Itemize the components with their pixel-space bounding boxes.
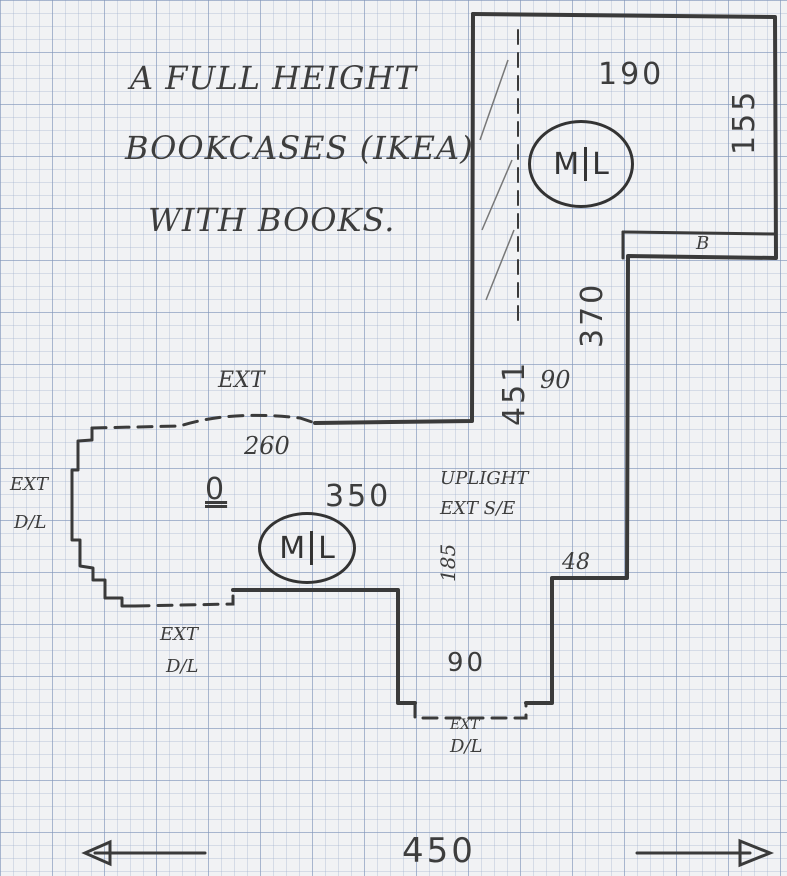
dashed-opening-door: [413, 701, 528, 720]
ext-label-bottom: EXT: [160, 624, 198, 645]
dimension-right-side: 155: [727, 88, 762, 155]
ext-label-left: EXT: [10, 474, 48, 495]
arrow-right-head: [738, 838, 775, 868]
ml-marker-lower: M L: [258, 512, 356, 584]
dimension-left-top: 260: [244, 432, 290, 460]
wall-outline: [471, 12, 778, 705]
wall-left-stepped: [70, 426, 137, 608]
ml-marker-upper: M L: [528, 120, 634, 208]
ext-label-top: EXT: [218, 368, 265, 393]
dashed-opening-bottom: [133, 588, 235, 608]
dimension-main-width: 350: [325, 479, 392, 514]
dashed-opening-top: [90, 413, 317, 430]
arrow-left-head: [81, 839, 112, 867]
wall-corridor-left: [313, 12, 475, 425]
ext-label-left-sub: D/L: [14, 512, 47, 533]
ext-label-door: EXT: [450, 717, 480, 733]
shelf-band-label: B: [696, 233, 710, 254]
uplight-label: UPLIGHT: [440, 468, 529, 489]
note-line-3: WITH BOOKS.: [148, 201, 396, 239]
shelf-band-b: [621, 230, 778, 236]
note-line-2: BOOKCASES (IKEA): [125, 129, 474, 167]
hatch-2: [481, 159, 513, 231]
ml-marker-lower-divider: [310, 531, 314, 565]
ml-marker-lower-right: L: [318, 530, 335, 566]
dimension-bottom-width: 90: [447, 648, 487, 678]
dimension-bookcase-length: 451: [497, 359, 532, 426]
uplight-label-sub: EXT S/E: [440, 498, 516, 519]
ext-label-door-sub: D/L: [450, 736, 483, 757]
ext-label-bottom-sub: D/L: [166, 656, 199, 677]
wall-lower-left: [231, 588, 417, 705]
ml-marker-lower-left: M: [279, 530, 306, 566]
hatch-1: [479, 59, 509, 141]
hatch-3: [485, 229, 515, 301]
dimension-step: 48: [562, 550, 590, 575]
ml-marker-upper-left: M: [553, 146, 580, 182]
ml-marker-upper-right: L: [592, 146, 609, 182]
room-label: 0: [205, 472, 228, 507]
note-line-1: A FULL HEIGHT: [130, 59, 417, 97]
dimension-overall-width: 450: [402, 831, 476, 871]
dimension-main-height: 185: [436, 543, 460, 582]
dimension-top-width: 190: [598, 57, 665, 92]
dimension-corridor-length: 370: [575, 281, 610, 348]
ml-marker-upper-divider: [584, 147, 588, 181]
dimension-corridor-width: 90: [540, 366, 571, 394]
